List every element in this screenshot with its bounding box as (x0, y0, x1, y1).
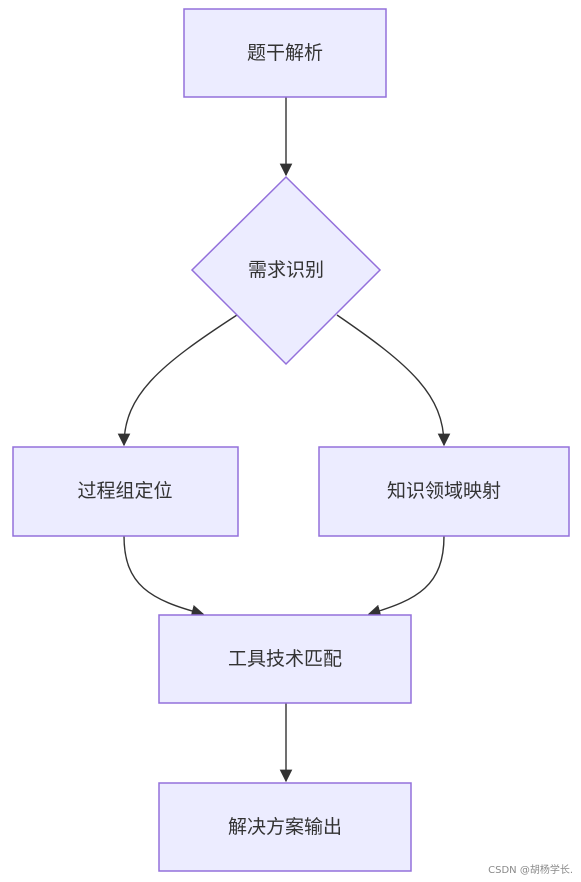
node-need-identification: 需求识别 (190, 175, 382, 366)
edge-need-to-process (117, 314, 238, 447)
node-solution-output: 解决方案输出 (158, 782, 412, 872)
node-tools-techniques-label: 工具技术匹配 (228, 648, 342, 670)
csdn-watermark: CSDN @胡杨学长. (488, 865, 573, 876)
node-need-identification-label: 需求识别 (248, 259, 324, 281)
edge-process-to-tools (123, 535, 205, 618)
edge-knowledge-to-tools (367, 535, 445, 617)
node-solution-output-label: 解决方案输出 (228, 816, 342, 838)
node-stem-analysis-label: 题干解析 (247, 42, 323, 64)
edge-need-to-knowledge (336, 314, 451, 447)
node-tools-techniques: 工具技术匹配 (158, 614, 412, 704)
node-process-group: 过程组定位 (12, 446, 239, 537)
node-stem-analysis: 题干解析 (183, 8, 387, 98)
node-knowledge-area-label: 知识领域映射 (387, 480, 501, 502)
node-knowledge-area: 知识领域映射 (318, 446, 570, 537)
node-process-group-label: 过程组定位 (77, 480, 172, 502)
